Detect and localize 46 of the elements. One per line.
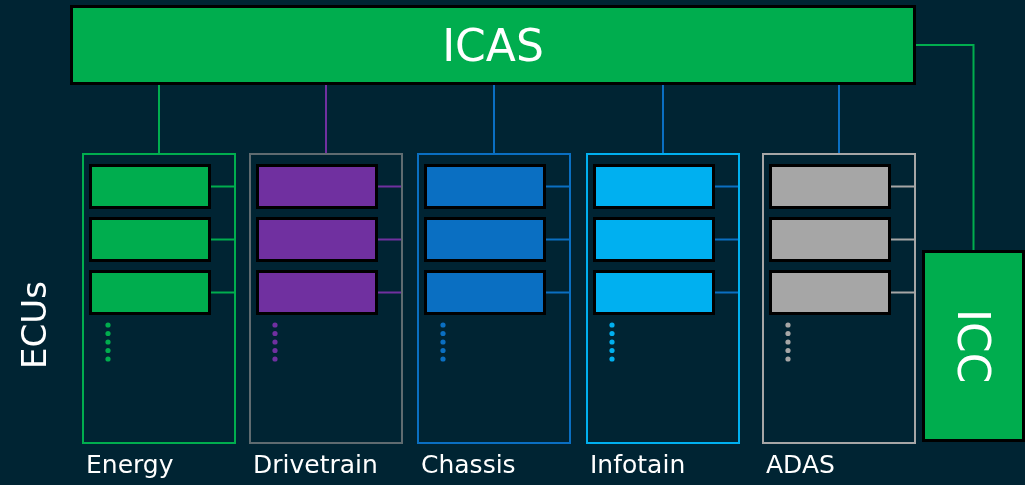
ecu-box bbox=[256, 217, 378, 262]
ecu-box bbox=[769, 270, 891, 315]
connector-line bbox=[714, 238, 741, 241]
connector-line bbox=[890, 185, 917, 188]
connector-line bbox=[493, 84, 495, 154]
connector-line bbox=[377, 238, 404, 241]
ecu-box bbox=[89, 217, 211, 262]
connector-line bbox=[890, 291, 917, 294]
ecu-box bbox=[424, 164, 546, 209]
connector-line bbox=[838, 84, 840, 154]
group-label: Energy bbox=[86, 450, 174, 480]
central-unit-box bbox=[70, 5, 916, 85]
group-label: Chassis bbox=[421, 450, 516, 480]
ecu-box bbox=[769, 217, 891, 262]
side-label: ECUs bbox=[14, 281, 54, 369]
connector-line bbox=[210, 185, 237, 188]
box-label: ICAS bbox=[442, 19, 544, 71]
connector-line bbox=[210, 291, 237, 294]
ecu-box bbox=[593, 270, 715, 315]
ecu-box bbox=[256, 164, 378, 209]
ecu-box bbox=[256, 270, 378, 315]
connector-line bbox=[158, 84, 160, 154]
connector-line bbox=[545, 185, 572, 188]
ecu-box bbox=[424, 270, 546, 315]
connector-line bbox=[210, 238, 237, 241]
ecu-box bbox=[424, 217, 546, 262]
connector-line bbox=[662, 84, 664, 154]
group-label: Infotain bbox=[590, 450, 686, 480]
ecu-box bbox=[593, 217, 715, 262]
group-label: ADAS bbox=[766, 450, 835, 480]
connector-line bbox=[545, 238, 572, 241]
controller-box bbox=[922, 250, 1025, 442]
connector-line bbox=[714, 185, 741, 188]
connector-line bbox=[714, 291, 741, 294]
box-label: ICC bbox=[948, 308, 999, 384]
ecu-box bbox=[769, 164, 891, 209]
connector-line bbox=[377, 185, 404, 188]
connector-line bbox=[890, 238, 917, 241]
group-label: Drivetrain bbox=[253, 450, 378, 480]
ecu-box bbox=[593, 164, 715, 209]
connector-line bbox=[915, 44, 975, 251]
ecu-box bbox=[89, 270, 211, 315]
ecu-box bbox=[89, 164, 211, 209]
connector-line bbox=[325, 84, 327, 154]
connector-line bbox=[377, 291, 404, 294]
connector-line bbox=[545, 291, 572, 294]
